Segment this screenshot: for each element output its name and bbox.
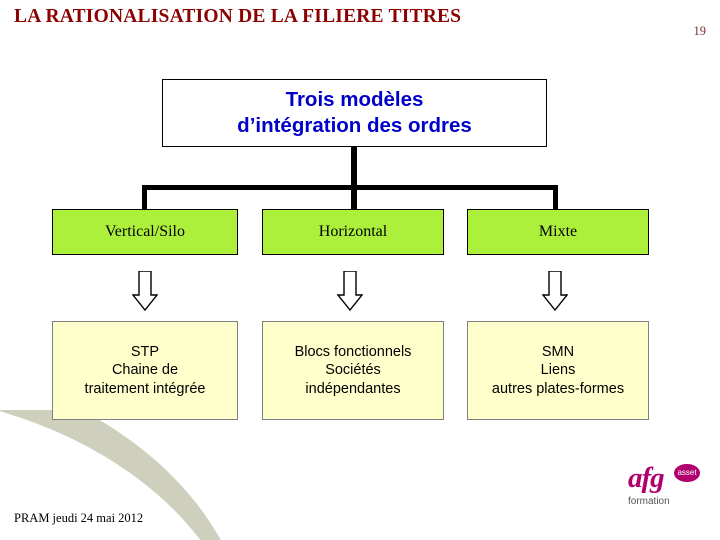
connector-stem — [351, 147, 357, 189]
model-box-3: Mixte — [467, 209, 649, 255]
detail-box-2: Blocs fonctionnels Sociétés indépendante… — [262, 321, 444, 420]
logo-wordmark: afg — [628, 462, 665, 494]
model-box-2: Horizontal — [262, 209, 444, 255]
detail-box-1: STP Chaine de traitement intégrée — [52, 321, 238, 420]
connector-drop-2 — [351, 185, 357, 209]
detail-box-3: SMN Liens autres plates-formes — [467, 321, 649, 420]
detail-line-1-1: STP — [130, 344, 160, 361]
logo-badge: asset — [674, 464, 700, 482]
slide-number: 19 — [693, 24, 707, 38]
model-box-1: Vertical/Silo — [52, 209, 238, 255]
connector-horizontal-bar — [142, 185, 558, 190]
diagram-root-box: Trois modèles d’intégration des ordres — [162, 79, 547, 147]
page-title: LA RATIONALISATION DE LA FILIERE TITRES — [14, 6, 462, 27]
diagram-root-line2: d’intégration des ordres — [237, 114, 472, 137]
detail-line-1-2: Chaine de — [111, 362, 179, 379]
down-arrow-icon-3 — [542, 271, 568, 311]
model-label-1: Vertical/Silo — [105, 223, 185, 240]
model-label-2: Horizontal — [318, 223, 388, 240]
connector-drop-3 — [553, 185, 558, 209]
detail-line-2-2: Sociétés — [325, 362, 381, 379]
connector-drop-1 — [142, 185, 147, 209]
down-arrow-icon-1 — [132, 271, 158, 311]
down-arrow-icon-2 — [337, 271, 363, 311]
detail-line-3-3: autres plates-formes — [491, 380, 625, 397]
slide-footer: PRAM jeudi 24 mai 2012 — [14, 511, 144, 525]
detail-line-1-3: traitement intégrée — [84, 380, 206, 397]
detail-line-2-3: indépendantes — [305, 380, 401, 397]
diagram-root-line1: Trois modèles — [285, 88, 424, 112]
logo-subtitle: formation — [628, 496, 670, 507]
detail-line-2-1: Blocs fonctionnels — [294, 344, 412, 361]
detail-line-3-2: Liens — [540, 362, 576, 379]
afg-logo: afg asset formation — [628, 462, 704, 520]
model-label-3: Mixte — [538, 223, 578, 240]
detail-line-3-1: SMN — [541, 344, 575, 361]
